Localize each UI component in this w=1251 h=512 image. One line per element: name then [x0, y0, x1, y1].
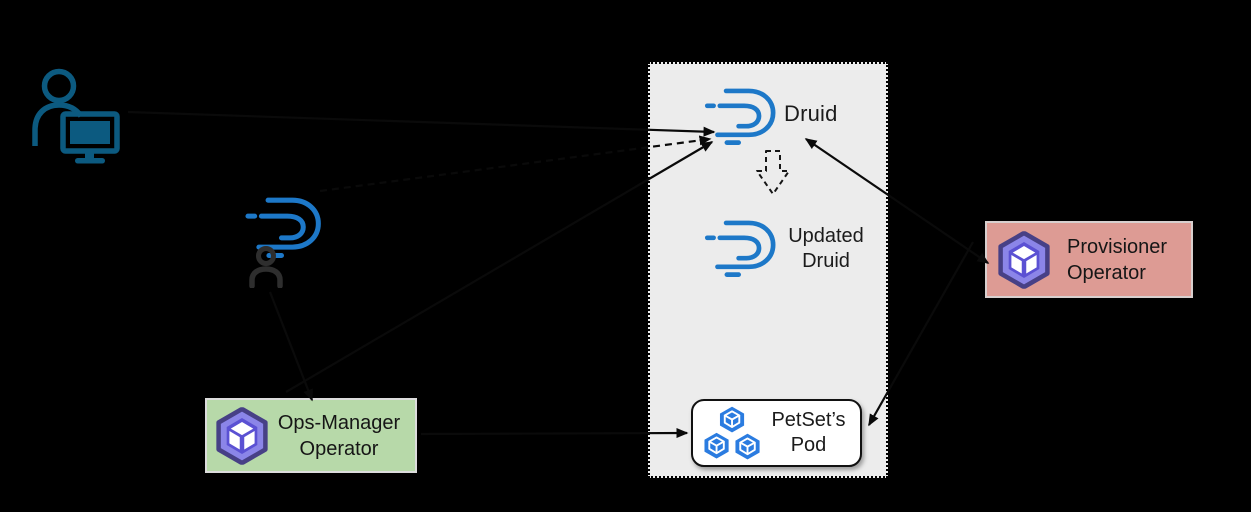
- petset-pod-box: PetSet’s Pod: [691, 399, 862, 467]
- druid-cr-with-user: [243, 196, 325, 258]
- updated-druid-label: Updated Druid: [788, 225, 864, 272]
- ops-manager-operator-box: Ops-Manager Operator: [205, 398, 417, 473]
- user-at-computer-icon: [30, 64, 122, 164]
- druid-label: Druid: [784, 101, 838, 126]
- druid-logo-icon: [702, 219, 780, 277]
- druid-logo-icon: [702, 87, 780, 145]
- operator-cube-icon: [215, 407, 269, 465]
- operator-cube-icon: [997, 231, 1051, 289]
- ops-manager-label: Ops-Manager Operator: [277, 411, 401, 460]
- provisioner-label: Provisioner Operator: [1067, 235, 1168, 284]
- provisioner-operator-box: Provisioner Operator: [985, 221, 1193, 298]
- petset-pod-label: PetSet’s Pod: [771, 409, 846, 456]
- pod-cubes-icon: [702, 405, 762, 462]
- arrow-user-to-druid: [127, 110, 716, 137]
- user-icon: [247, 246, 285, 288]
- arrow-user-to-opsmanager: [268, 291, 314, 402]
